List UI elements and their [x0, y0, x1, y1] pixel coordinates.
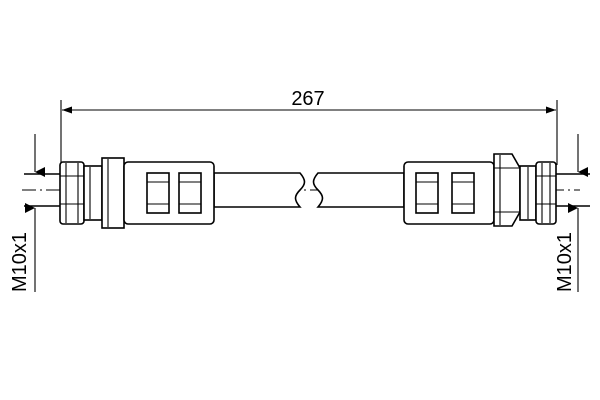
right-thread-callout: M10x1: [554, 134, 588, 292]
right-hex-nut: [493, 153, 521, 227]
left-thread-label: M10x1: [9, 232, 31, 292]
right-end-nut: [535, 161, 557, 225]
right-crimp-band-1: [415, 172, 439, 214]
left-crimp-band-1: [146, 172, 170, 214]
left-crimp-band-2: [178, 172, 202, 214]
left-hex-flange: [101, 157, 125, 229]
left-fitting: [24, 157, 215, 229]
right-thread-label: M10x1: [554, 232, 576, 292]
length-dimension: 267: [60, 88, 558, 165]
right-fitting: [403, 153, 590, 227]
hose-body-left: [213, 172, 306, 208]
left-collar: [83, 165, 103, 221]
length-value: 267: [291, 88, 324, 110]
hose-body-right: [312, 172, 405, 208]
left-thread-callout: M10x1: [9, 134, 45, 292]
right-crimp-band-2: [451, 172, 475, 214]
left-end-nut: [59, 161, 85, 225]
